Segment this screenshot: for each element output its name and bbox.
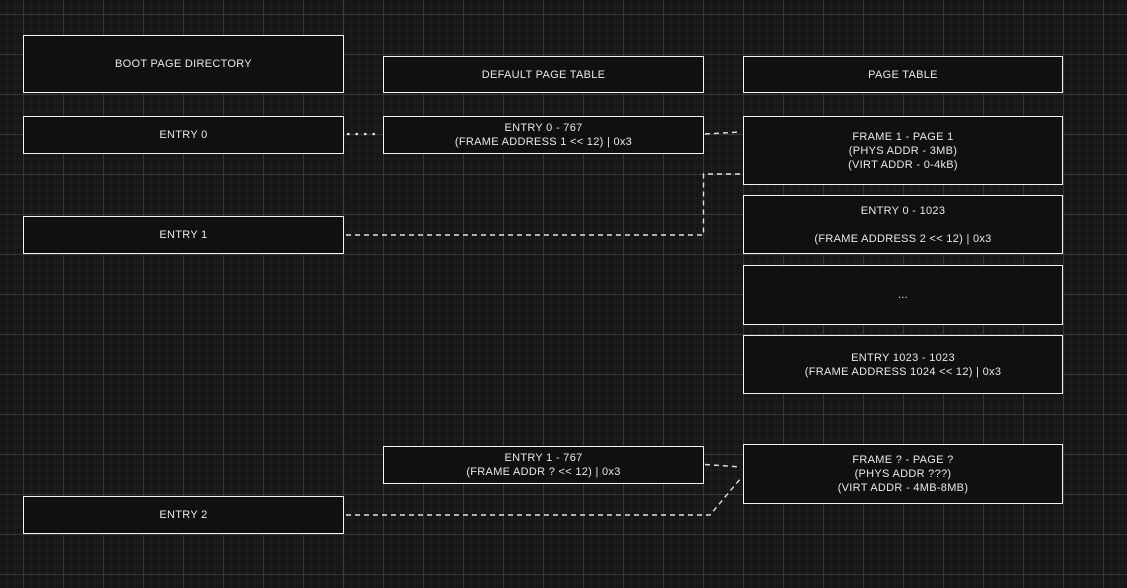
box-entry-2: ENTRY 2 [23, 496, 344, 534]
box-label: ENTRY 0 - 767 (FRAME ADDRESS 1 << 12) | … [454, 122, 633, 148]
box-page-table-header: PAGE TABLE [743, 56, 1063, 93]
box-ellipsis: ... [743, 265, 1063, 325]
connector-entry1-767-to-frameq [704, 463, 742, 468]
box-boot-page-directory-header: BOOT PAGE DIRECTORY [23, 35, 344, 93]
box-default-page-table-header: DEFAULT PAGE TABLE [383, 56, 704, 93]
box-entry-0-767: ENTRY 0 - 767 (FRAME ADDRESS 1 << 12) | … [383, 116, 704, 154]
box-entry-1023-1023: ENTRY 1023 - 1023 (FRAME ADDRESS 1024 <<… [743, 335, 1063, 394]
box-label: ENTRY 1 - 767 (FRAME ADDR ? << 12) | 0x3 [466, 452, 621, 478]
box-label: ENTRY 2 [159, 509, 208, 521]
box-label: PAGE TABLE [868, 68, 938, 81]
box-label: FRAME ? - PAGE ? (PHYS ADDR ???) (VIRT A… [837, 454, 969, 494]
connector-entry1-to-frame1 [346, 173, 741, 236]
box-label: ... [897, 289, 909, 301]
box-frame-q-page-q: FRAME ? - PAGE ? (PHYS ADDR ???) (VIRT A… [743, 444, 1063, 504]
box-entry-1-767: ENTRY 1 - 767 (FRAME ADDR ? << 12) | 0x3 [383, 446, 704, 484]
box-label: ENTRY 1 [159, 229, 208, 241]
box-entry-1: ENTRY 1 [23, 216, 344, 254]
box-entry-0-1023: ENTRY 0 - 1023 (FRAME ADDRESS 2 << 12) |… [743, 195, 1063, 254]
box-frame-1-page-1: FRAME 1 - PAGE 1 (PHYS ADDR - 3MB) (VIRT… [743, 116, 1063, 185]
connector-entry0-767-to-frame1 [704, 131, 742, 135]
box-label: ENTRY 1023 - 1023 (FRAME ADDRESS 1024 <<… [804, 351, 1002, 378]
box-entry-0: ENTRY 0 [23, 116, 344, 154]
box-label: ENTRY 0 [159, 129, 208, 141]
box-label: ENTRY 0 - 1023 (FRAME ADDRESS 2 << 12) |… [814, 204, 992, 245]
box-label: BOOT PAGE DIRECTORY [115, 58, 252, 70]
box-label: FRAME 1 - PAGE 1 (PHYS ADDR - 3MB) (VIRT… [848, 130, 958, 171]
box-label: DEFAULT PAGE TABLE [481, 68, 606, 81]
